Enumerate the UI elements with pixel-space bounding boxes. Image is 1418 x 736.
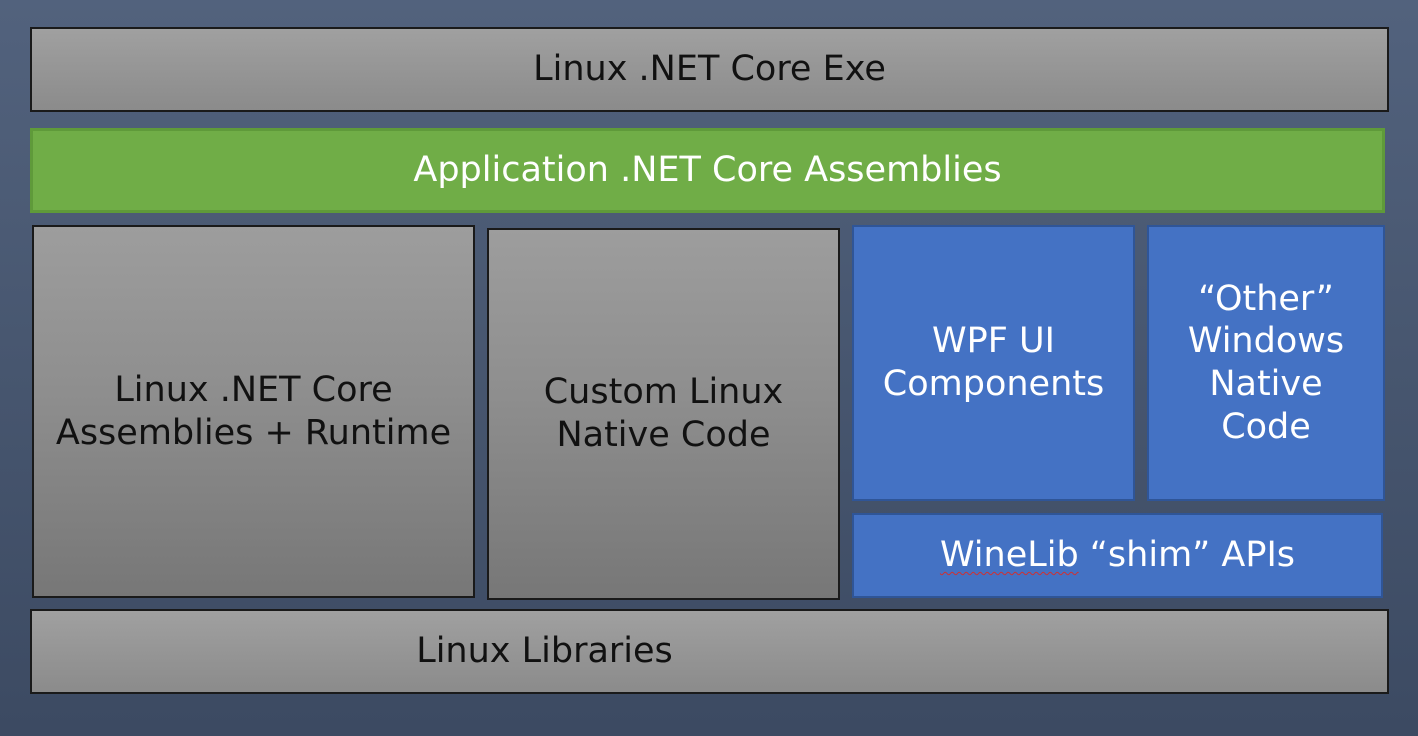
linux-runtime-label: Linux .NET Core Assemblies + Runtime — [55, 369, 452, 453]
wpf-ui-components-box: WPF UI Components — [852, 225, 1135, 501]
application-assemblies-label: Application .NET Core Assemblies — [413, 150, 1002, 191]
custom-native-code-label: Custom Linux Native Code — [543, 372, 784, 455]
winelib-word: WineLib — [939, 535, 1079, 576]
winelib-shim-apis-box: WineLib “shim” APIs — [852, 513, 1383, 598]
linux-net-core-exe-box: Linux .NET Core Exe — [30, 27, 1389, 112]
wpf-ui-components-label: WPF UI Components — [882, 321, 1105, 404]
linux-net-core-exe-label: Linux .NET Core Exe — [533, 49, 886, 90]
other-windows-native-code-box: “Other” Windows Native Code — [1147, 225, 1385, 501]
linux-libraries-box: Linux Libraries — [30, 609, 1389, 694]
winelib-shim-apis-label: WineLib “shim” APIs — [940, 534, 1295, 577]
other-windows-native-code-label: “Other” Windows Native Code — [1187, 278, 1345, 447]
application-assemblies-box: Application .NET Core Assemblies — [30, 128, 1385, 213]
shim-apis-text: “shim” APIs — [1078, 535, 1296, 576]
custom-native-code-box: Custom Linux Native Code — [487, 228, 840, 600]
linux-libraries-label: Linux Libraries — [416, 631, 673, 672]
linux-runtime-box: Linux .NET Core Assemblies + Runtime — [32, 225, 475, 598]
